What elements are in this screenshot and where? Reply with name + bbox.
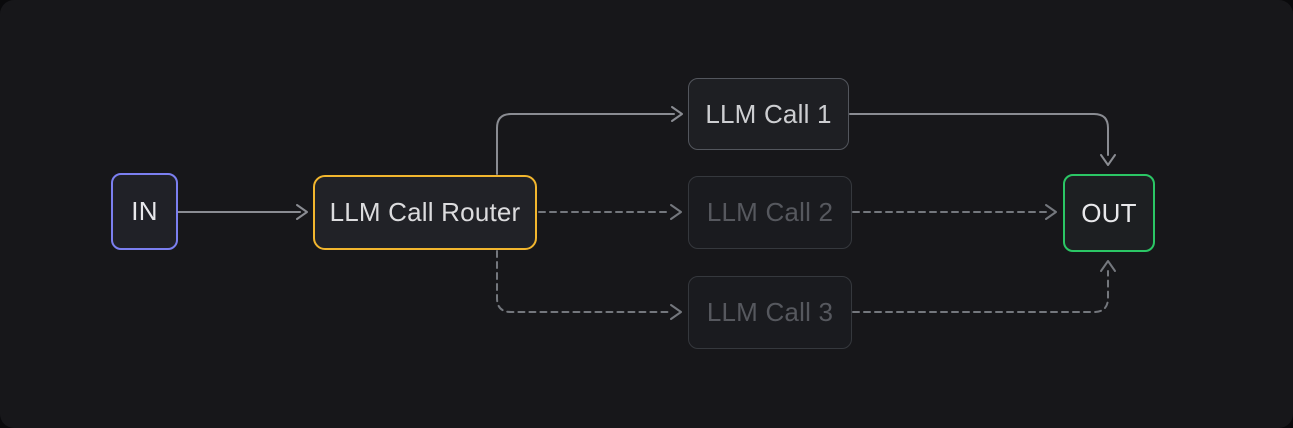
node-call2: LLM Call 2 (688, 176, 852, 249)
node-out: OUT (1063, 174, 1155, 252)
edge-router-call3-line (496, 250, 672, 313)
node-in-label: IN (131, 196, 158, 226)
node-call3: LLM Call 3 (688, 276, 852, 349)
edge-call3-out-line (852, 270, 1109, 313)
node-call3-label: LLM Call 3 (706, 297, 834, 327)
edge-call1-out-arrowhead-icon (1100, 154, 1116, 166)
edge-router-call1-line (496, 113, 675, 175)
edge-call2-out-arrowhead-icon (1045, 204, 1057, 220)
node-call2-label: LLM Call 2 (706, 197, 834, 227)
node-in: IN (111, 173, 178, 250)
edge-router-call1-arrowhead-icon (671, 106, 683, 122)
node-router: LLM Call Router (313, 175, 537, 250)
edge-call3-out-arrowhead-icon (1100, 260, 1116, 272)
edge-router-call2-arrowhead-icon (670, 204, 682, 220)
node-call1-label: LLM Call 1 (705, 98, 832, 129)
node-out-label: OUT (1081, 197, 1137, 228)
node-call1: LLM Call 1 (688, 78, 849, 150)
node-router-label: LLM Call Router (329, 197, 521, 227)
edge-in-router-arrowhead-icon (296, 204, 308, 220)
edge-call1-out-line (849, 113, 1109, 156)
edge-router-call3-arrowhead-icon (670, 304, 682, 320)
